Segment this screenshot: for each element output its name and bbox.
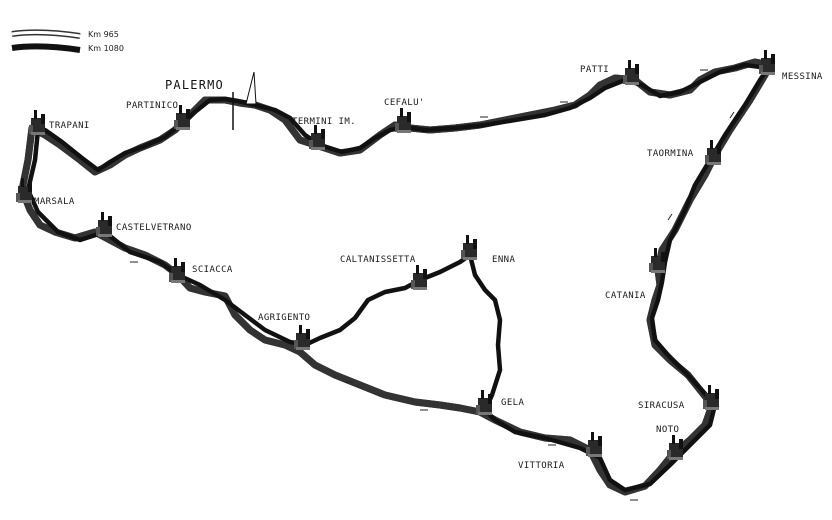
trapani-label: TRAPANI bbox=[49, 121, 90, 131]
cefalu-label: CEFALU' bbox=[384, 98, 425, 108]
town-labels: PALERMO PARTINICO TRAPANI TERMINI IM. CE… bbox=[34, 65, 823, 471]
patti-label: PATTI bbox=[580, 65, 609, 75]
palermo-flag-icon bbox=[232, 71, 257, 130]
vittoria-town-icon bbox=[586, 432, 602, 457]
caltanissetta-label: CALTANISSETTA bbox=[340, 255, 416, 265]
palermo-label: PALERMO bbox=[165, 78, 224, 92]
messina-label: MESSINA bbox=[782, 72, 823, 82]
patti-town-icon bbox=[623, 60, 639, 85]
trapani-town-icon bbox=[29, 110, 45, 135]
noto-label: NOTO bbox=[656, 425, 679, 435]
direction-ticks bbox=[130, 69, 735, 501]
vittoria-label: VITTORIA bbox=[518, 461, 565, 471]
noto-town-icon bbox=[667, 435, 683, 460]
agrigento-label: AGRIGENTO bbox=[258, 313, 310, 323]
termini-label: TERMINI IM. bbox=[292, 117, 356, 127]
partinico-label: PARTINICO bbox=[126, 101, 178, 111]
messina-town-icon bbox=[759, 50, 775, 75]
termini-town-icon bbox=[309, 125, 325, 150]
enna-label: ENNA bbox=[492, 255, 515, 265]
enna-town-icon bbox=[461, 235, 477, 260]
legend-white-route-label: Km 965 bbox=[88, 30, 119, 39]
castelvetrano-town-icon bbox=[96, 212, 112, 237]
gela-label: GELA bbox=[501, 398, 524, 408]
sciacca-label: SCIACCA bbox=[192, 265, 233, 275]
siracusa-town-icon bbox=[703, 385, 719, 410]
castelvetrano-label: CASTELVETRANO bbox=[116, 223, 192, 233]
taormina-label: TAORMINA bbox=[647, 149, 694, 159]
gela-town-icon bbox=[476, 390, 492, 415]
siracusa-label: SIRACUSA bbox=[638, 401, 685, 411]
legend-black-route-swatch bbox=[11, 43, 81, 53]
agrigento-town-icon bbox=[294, 325, 310, 350]
legend-black-route-label: Km 1080 bbox=[88, 44, 124, 53]
caltanissetta-town-icon bbox=[411, 265, 427, 290]
catania-label: CATANIA bbox=[605, 291, 646, 301]
cefalu-town-icon bbox=[395, 108, 411, 133]
marsala-label: MARSALA bbox=[34, 197, 75, 207]
sciacca-town-icon bbox=[169, 258, 185, 283]
legend: Km 965 Km 1080 bbox=[11, 29, 124, 53]
